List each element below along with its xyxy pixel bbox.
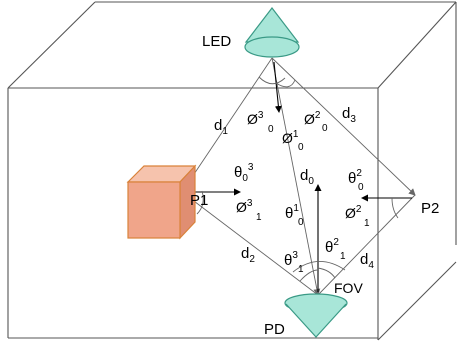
theta3-0-label: θ03 (234, 162, 254, 184)
room-top-right-edge (377, 1, 457, 89)
ray-d1 (181, 57, 273, 193)
room-top-left-edge (7, 1, 96, 89)
pd-cone (285, 303, 347, 338)
theta1-0-label: θ10 (285, 203, 304, 228)
phi2-0-label: Ø20 (304, 110, 328, 134)
pd-angle-arc-left (299, 269, 319, 282)
fov-arc (292, 261, 346, 273)
p1-label: P1 (190, 192, 208, 209)
phi3-0-label: Ø30 (247, 110, 274, 135)
theta3-1-label: θ31 (284, 250, 304, 275)
p2-angle-arc (391, 197, 399, 219)
pd-label: PD (264, 321, 285, 338)
led-angle-arc-left (258, 76, 286, 85)
led-normal-arrow (273, 61, 282, 113)
ray-d0 (271, 57, 321, 296)
room-box (7, 1, 457, 341)
normal-vectors (188, 61, 412, 292)
p2-label: P2 (421, 200, 439, 217)
led-angle-arc-right (275, 79, 296, 88)
fov-label: FOV (334, 280, 363, 296)
cube-obstacle (126, 164, 197, 240)
angle-arcs (196, 76, 399, 282)
theta2-1-label: θ21 (325, 237, 346, 262)
d4-label: d4 (360, 251, 374, 271)
ray-d2 (181, 191, 319, 296)
pd-device (284, 293, 348, 338)
d3-label: d3 (342, 105, 356, 125)
room-bottom-right-edge (377, 261, 457, 341)
d2-label: d2 (241, 245, 255, 265)
phi2-1-label: Ø21 (345, 204, 370, 229)
rays (181, 57, 416, 296)
p1-angle-arc (196, 190, 204, 215)
phi3-1-label: Ø31 (236, 198, 262, 223)
ray-d4 (317, 194, 416, 296)
ray-d3 (271, 57, 416, 196)
pd-angle-arc-right (317, 267, 336, 279)
d1-label: d1 (214, 117, 228, 137)
led-label: LED (202, 33, 231, 50)
d0-label: d0 (300, 167, 314, 187)
phi1-0-label: Ø10 (282, 129, 304, 153)
led-base (244, 36, 300, 58)
led-device (244, 7, 300, 58)
cube-front-face (127, 181, 181, 239)
